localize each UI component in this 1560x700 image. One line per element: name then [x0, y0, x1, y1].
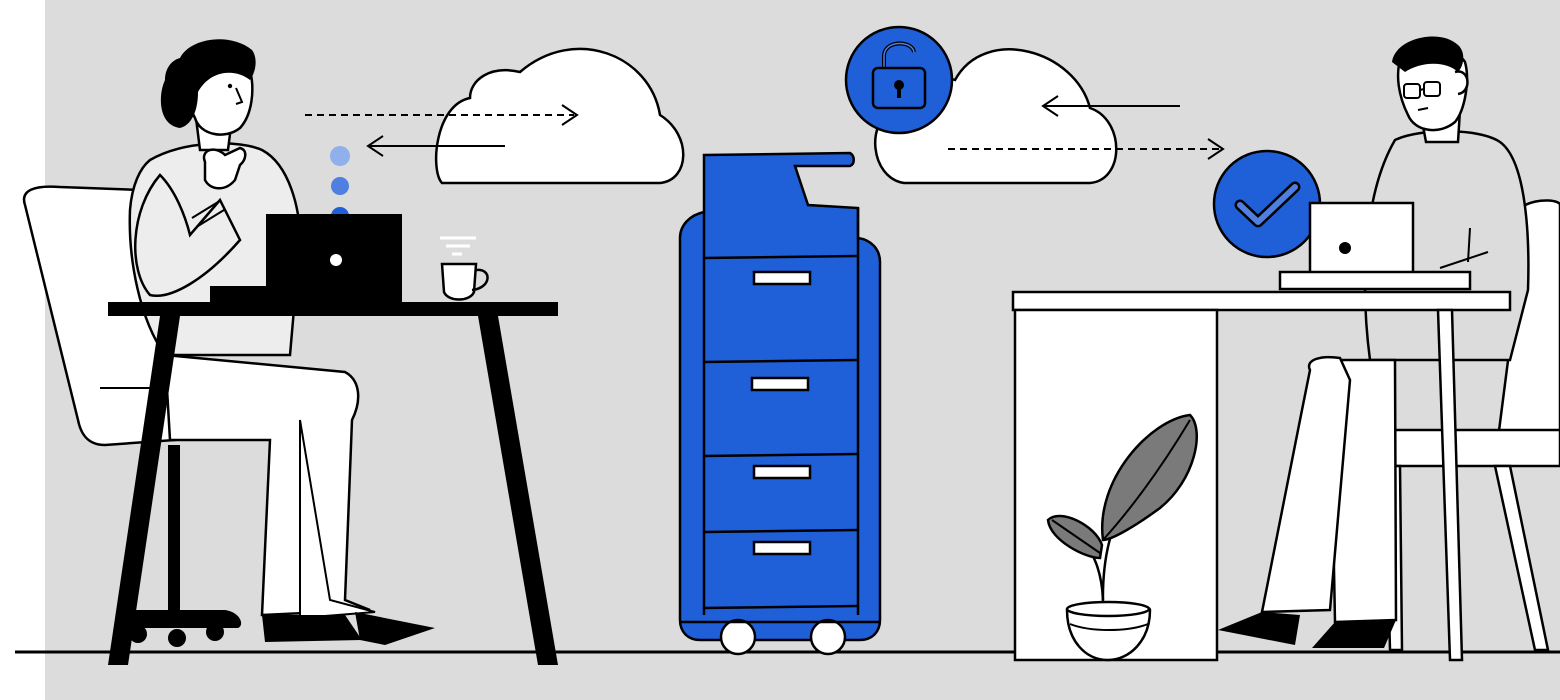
left-desk [108, 302, 558, 665]
left-laptop [210, 214, 402, 304]
potted-plant [1046, 413, 1198, 662]
right-cloud-download-arrow [1041, 95, 1180, 117]
left-cloud-download-arrow [366, 135, 505, 157]
right-cloud-upload-arrow [948, 138, 1225, 160]
checkmark-icon [1212, 149, 1322, 259]
open-padlock-icon [844, 25, 954, 135]
right-laptop [1278, 201, 1472, 291]
man-at-desk [1218, 36, 1530, 648]
typing-dots [330, 146, 350, 225]
filing-cabinet [678, 151, 882, 656]
left-cloud-upload-arrow [305, 104, 579, 126]
right-office-chair [1378, 199, 1560, 652]
coffee-cup-icon [440, 236, 489, 301]
